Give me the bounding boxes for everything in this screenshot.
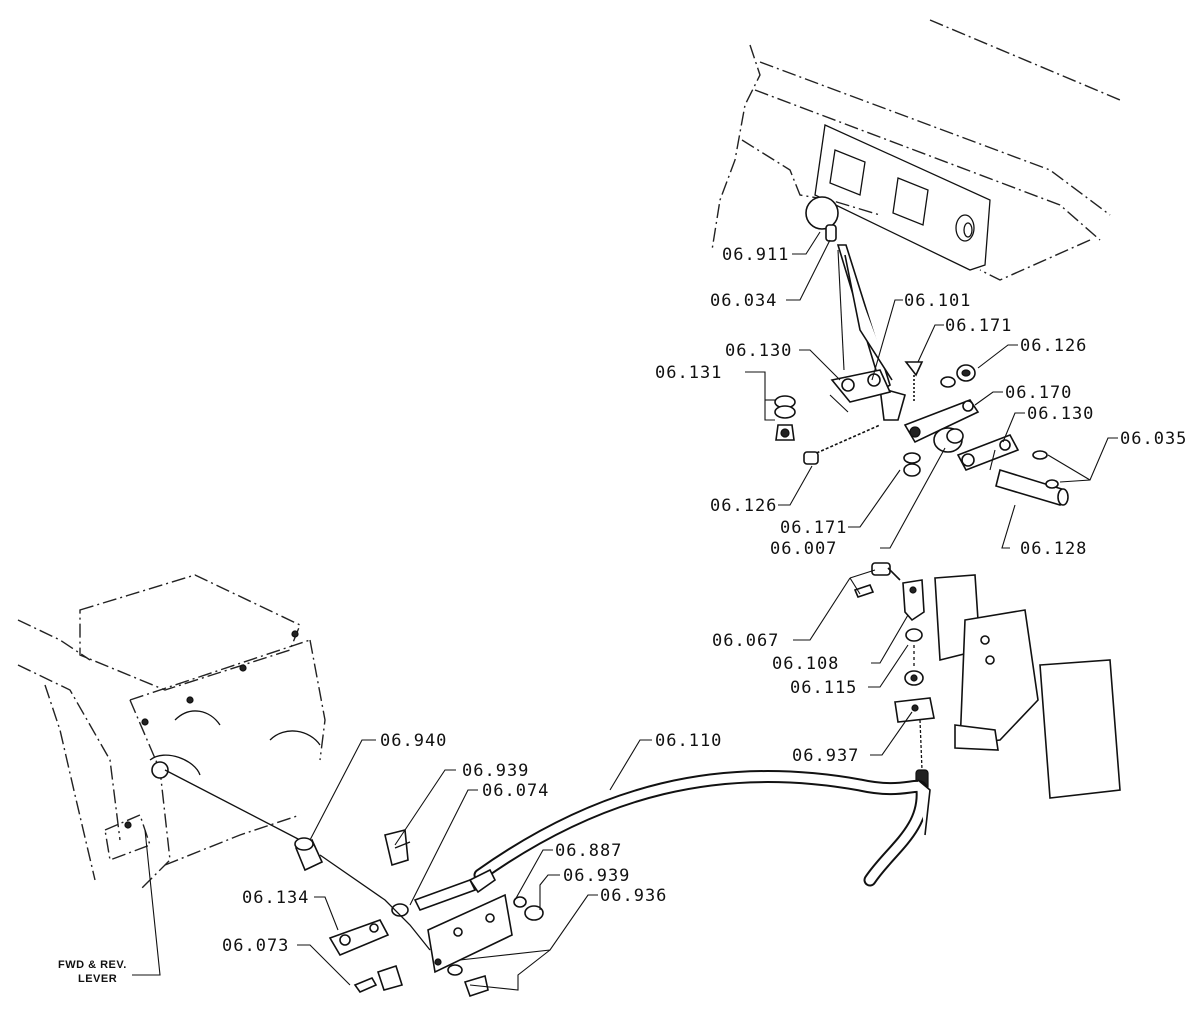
note-line-1: FWD & REV.	[58, 959, 127, 971]
label-06-034: 06.034	[710, 291, 777, 311]
washers-lower	[903, 452, 921, 477]
label-06-940: 06.940	[380, 731, 447, 751]
label-06-108: 06.108	[772, 654, 839, 674]
label-06-134: 06.134	[242, 888, 309, 908]
leader-lines	[132, 231, 1118, 991]
pin-lower	[353, 964, 404, 993]
link-arm	[903, 399, 980, 444]
lever-bracket-upper	[829, 369, 892, 413]
label-06-939-upper: 06.939	[462, 761, 529, 781]
bracket-plate	[427, 893, 513, 974]
note-line-2: LEVER	[78, 973, 117, 985]
label-06-936: 06.936	[600, 886, 667, 906]
label-06-126-upper: 06.126	[1020, 336, 1087, 356]
screw-top	[904, 361, 976, 402]
pin-shaft	[995, 450, 1069, 506]
gear-lever	[805, 196, 906, 421]
clevis-lower	[328, 919, 390, 957]
bolt-lower	[447, 964, 489, 998]
bushing-lower	[294, 837, 324, 872]
label-06-130-lower: 06.130	[1027, 404, 1094, 424]
bushing	[933, 427, 964, 453]
lever-bracket-lower	[956, 433, 1020, 472]
nut-spring-upper	[904, 628, 924, 686]
label-06-131: 06.131	[655, 363, 722, 383]
label-06-067: 06.067	[712, 631, 779, 651]
shift-rod	[164, 769, 431, 951]
label-06-101: 06.101	[904, 291, 971, 311]
nut-lower	[513, 896, 544, 921]
label-06-110: 06.110	[655, 731, 722, 751]
label-06-937: 06.937	[792, 746, 859, 766]
label-06-911: 06.911	[722, 245, 789, 265]
part-labels: 06.911 06.034 06.101 06.171 06.126 06.13…	[222, 245, 1187, 956]
cable-end-upper	[915, 719, 929, 791]
label-06-115: 06.115	[790, 678, 857, 698]
spring-assembly	[774, 395, 796, 441]
label-06-126-lower: 06.126	[710, 496, 777, 516]
label-06-130-upper: 06.130	[725, 341, 792, 361]
mount-plates	[894, 574, 1121, 799]
label-06-939-lower: 06.939	[563, 866, 630, 886]
dashboard-outline	[711, 19, 1121, 281]
clevis-upper	[853, 562, 925, 622]
label-06-035: 06.035	[1120, 429, 1187, 449]
label-06-171-lower: 06.171	[780, 518, 847, 538]
control-cable	[473, 769, 931, 887]
label-06-887: 06.887	[555, 841, 622, 861]
label-06-170: 06.170	[1005, 383, 1072, 403]
transmission-outline	[17, 574, 326, 891]
label-06-171-upper: 06.171	[945, 316, 1012, 336]
cable-end-lower	[384, 828, 497, 917]
bolt-left	[803, 424, 881, 465]
lever-note: FWD & REV. LEVER	[58, 959, 127, 985]
label-06-074: 06.074	[482, 781, 549, 801]
label-06-128: 06.128	[1020, 539, 1087, 559]
label-06-007: 06.007	[770, 539, 837, 559]
label-06-073: 06.073	[222, 936, 289, 956]
